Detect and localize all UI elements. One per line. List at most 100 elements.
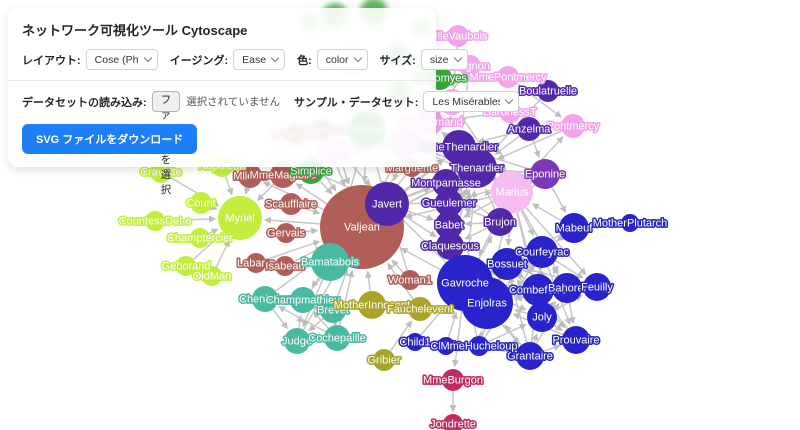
graph-node-Scaufflaire[interactable]: [280, 193, 302, 215]
graph-node-Babet[interactable]: [435, 211, 463, 239]
graph-node-Fauchelevent[interactable]: [408, 297, 432, 321]
graph-edge: [215, 239, 230, 268]
graph-node-Enjolras[interactable]: [461, 277, 513, 329]
graph-node-Geborand[interactable]: [176, 256, 196, 276]
graph-node-Brevet[interactable]: [320, 297, 346, 323]
graph-edge: [477, 131, 518, 144]
graph-edge: [463, 207, 488, 218]
graph-node-Jondrette[interactable]: [443, 414, 463, 430]
graph-edge: [516, 271, 525, 279]
graph-edge: [542, 344, 561, 353]
graph-edge: [164, 215, 217, 223]
graph-node-Anzelma[interactable]: [517, 117, 541, 141]
graph-edge: [313, 311, 329, 329]
graph-edge: [590, 222, 622, 230]
graph-node-Judge[interactable]: [284, 328, 310, 354]
graph-edge: [192, 233, 223, 260]
graph-edge: [487, 323, 527, 343]
graph-node-MotherPlutarch[interactable]: [621, 214, 639, 232]
file-select-button[interactable]: ファイルを選択: [151, 91, 181, 196]
panel-divider: [8, 80, 436, 81]
graph-edge: [423, 340, 436, 348]
graph-node-Joly[interactable]: [527, 302, 557, 332]
graph-edge: [514, 308, 528, 316]
graph-edge: [464, 220, 487, 228]
graph-node-Champmathieu[interactable]: [290, 287, 316, 313]
graph-node-Boulatruelle[interactable]: [537, 80, 559, 102]
easing-select[interactable]: Ease: [233, 49, 286, 70]
graph-node-Brujon[interactable]: [486, 208, 514, 236]
graph-node-Prouvaire[interactable]: [562, 326, 590, 354]
graph-node-Gueulemer[interactable]: [435, 189, 463, 217]
graph-node-Gribier[interactable]: [373, 349, 395, 371]
graph-node-MmeHucheloup[interactable]: [469, 336, 489, 356]
graph-node-Thenardier[interactable]: [457, 148, 497, 188]
graph-edge: [243, 187, 251, 195]
graph-edge: [554, 324, 563, 332]
graph-edge: [444, 112, 500, 123]
graph-edge: [224, 176, 234, 196]
graph-node-Champtercier[interactable]: [190, 228, 210, 248]
layout-select[interactable]: Cose (Physics): [85, 49, 158, 70]
chevron-down-icon: [505, 95, 514, 105]
graph-node-MotherInnocent[interactable]: [358, 291, 386, 319]
graph-node-Pontmercy[interactable]: [561, 114, 585, 138]
graph-edge: [295, 227, 319, 235]
sample-dataset-select[interactable]: Les Misérables: [423, 91, 520, 112]
graph-node-CountessDeLo[interactable]: [145, 211, 165, 231]
graph-edge: [497, 130, 563, 160]
app-title: ネットワーク可視化ツール Cytoscape: [22, 23, 248, 38]
graph-edge: [263, 216, 321, 225]
graph-edge: [272, 308, 288, 330]
graph-node-Cochepaille[interactable]: [324, 325, 350, 351]
color-select[interactable]: color: [316, 49, 368, 70]
graph-node-Claquesous[interactable]: [436, 232, 464, 260]
graph-node-Myriel[interactable]: [218, 196, 262, 240]
graph-edge: [311, 335, 325, 343]
graph-node-MmeMagloire[interactable]: [270, 162, 296, 188]
graph-node-Gervais[interactable]: [276, 223, 296, 243]
graph-node-MmePontmercy[interactable]: [497, 66, 519, 88]
graph-edge: [391, 259, 404, 274]
graph-node-Combeferre[interactable]: [522, 274, 554, 306]
graph-node-Bossuet[interactable]: [491, 248, 523, 280]
graph-node-Bamatabois[interactable]: [311, 243, 349, 281]
graph-edge: [478, 235, 493, 260]
graph-node-Isabeau[interactable]: [275, 256, 295, 276]
graph-edge: [319, 180, 333, 195]
graph-edge: [301, 206, 321, 215]
graph-node-Child1[interactable]: [406, 333, 424, 351]
graph-node-Javert[interactable]: [365, 182, 409, 226]
graph-node-Mabeuf[interactable]: [559, 213, 589, 243]
graph-edge: [407, 210, 434, 221]
graph-node-MlleBaptistine[interactable]: [238, 164, 262, 188]
chevron-down-icon: [143, 53, 152, 63]
graph-node-Feuilly[interactable]: [583, 273, 611, 301]
graph-node-Marius[interactable]: [491, 171, 533, 213]
graph-node-Count[interactable]: [190, 192, 212, 214]
graph-node-Woman1[interactable]: [400, 270, 420, 290]
size-label: サイズ:: [379, 54, 416, 67]
graph-edge: [467, 189, 478, 256]
graph-edge: [485, 188, 496, 210]
graph-node-Eponine[interactable]: [530, 159, 560, 189]
graph-node-Chenildieu[interactable]: [252, 286, 278, 312]
layout-label: レイアウト:: [22, 54, 81, 67]
graph-edge: [520, 210, 535, 236]
graph-node-OldMan[interactable]: [202, 266, 222, 286]
graph-node-MlleVaubois[interactable]: [447, 25, 469, 47]
graph-node-Labarre[interactable]: [246, 253, 266, 273]
dataset-load-label: データセットの読み込み:: [22, 96, 147, 109]
graph-node-Child2[interactable]: [437, 337, 455, 355]
sample-dataset-label: サンプル・データセット:: [294, 96, 419, 109]
graph-edge: [568, 302, 576, 325]
graph-edge: [208, 228, 219, 235]
graph-edge: [278, 305, 326, 333]
svg-download-button[interactable]: SVG ファイルをダウンロード: [22, 124, 198, 154]
graph-node-MmeBurgon[interactable]: [442, 369, 464, 391]
graph-edge: [336, 268, 349, 298]
size-select[interactable]: size: [420, 49, 468, 70]
graph-node-Bahorel[interactable]: [552, 273, 582, 303]
graph-node-Grantaire[interactable]: [516, 342, 544, 370]
graph-node-Courfeyrac[interactable]: [526, 236, 558, 268]
